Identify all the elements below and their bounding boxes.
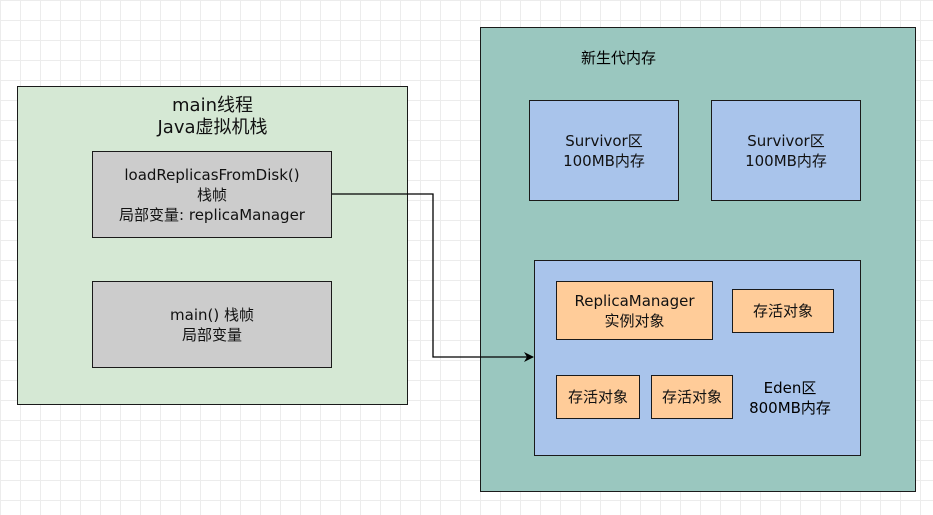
- live-object-2-label: 存活对象: [567, 388, 628, 406]
- main-stack-frame: main() 栈帧 局部变量: [92, 281, 332, 368]
- eden-region-label: Eden区 800MB内存: [749, 379, 831, 417]
- live-object-1: 存活对象: [732, 289, 834, 333]
- load-replicas-frame-label: loadReplicasFromDisk() 栈帧 局部变量: replicaM…: [119, 165, 305, 224]
- replica-manager-object-label: ReplicaManager 实例对象: [574, 291, 695, 330]
- main-frame-label: main() 栈帧 局部变量: [170, 305, 254, 344]
- survivor-region-1: Survivor区 100MB内存: [529, 100, 679, 201]
- survivor-region-2: Survivor区 100MB内存: [711, 100, 861, 201]
- live-object-3-label: 存活对象: [661, 388, 722, 406]
- load-replicas-stack-frame: loadReplicasFromDisk() 栈帧 局部变量: replicaM…: [92, 151, 332, 238]
- live-object-3: 存活对象: [651, 375, 733, 419]
- survivor-region-2-label: Survivor区 100MB内存: [745, 131, 827, 170]
- survivor-region-1-label: Survivor区 100MB内存: [563, 131, 645, 170]
- jvm-stack-title: main线程 Java虚拟机栈: [157, 95, 268, 138]
- live-object-1-label: 存活对象: [752, 302, 813, 320]
- young-generation-title: 新生代内存: [581, 49, 657, 67]
- replica-manager-object: ReplicaManager 实例对象: [556, 281, 713, 340]
- live-object-2: 存活对象: [556, 375, 640, 419]
